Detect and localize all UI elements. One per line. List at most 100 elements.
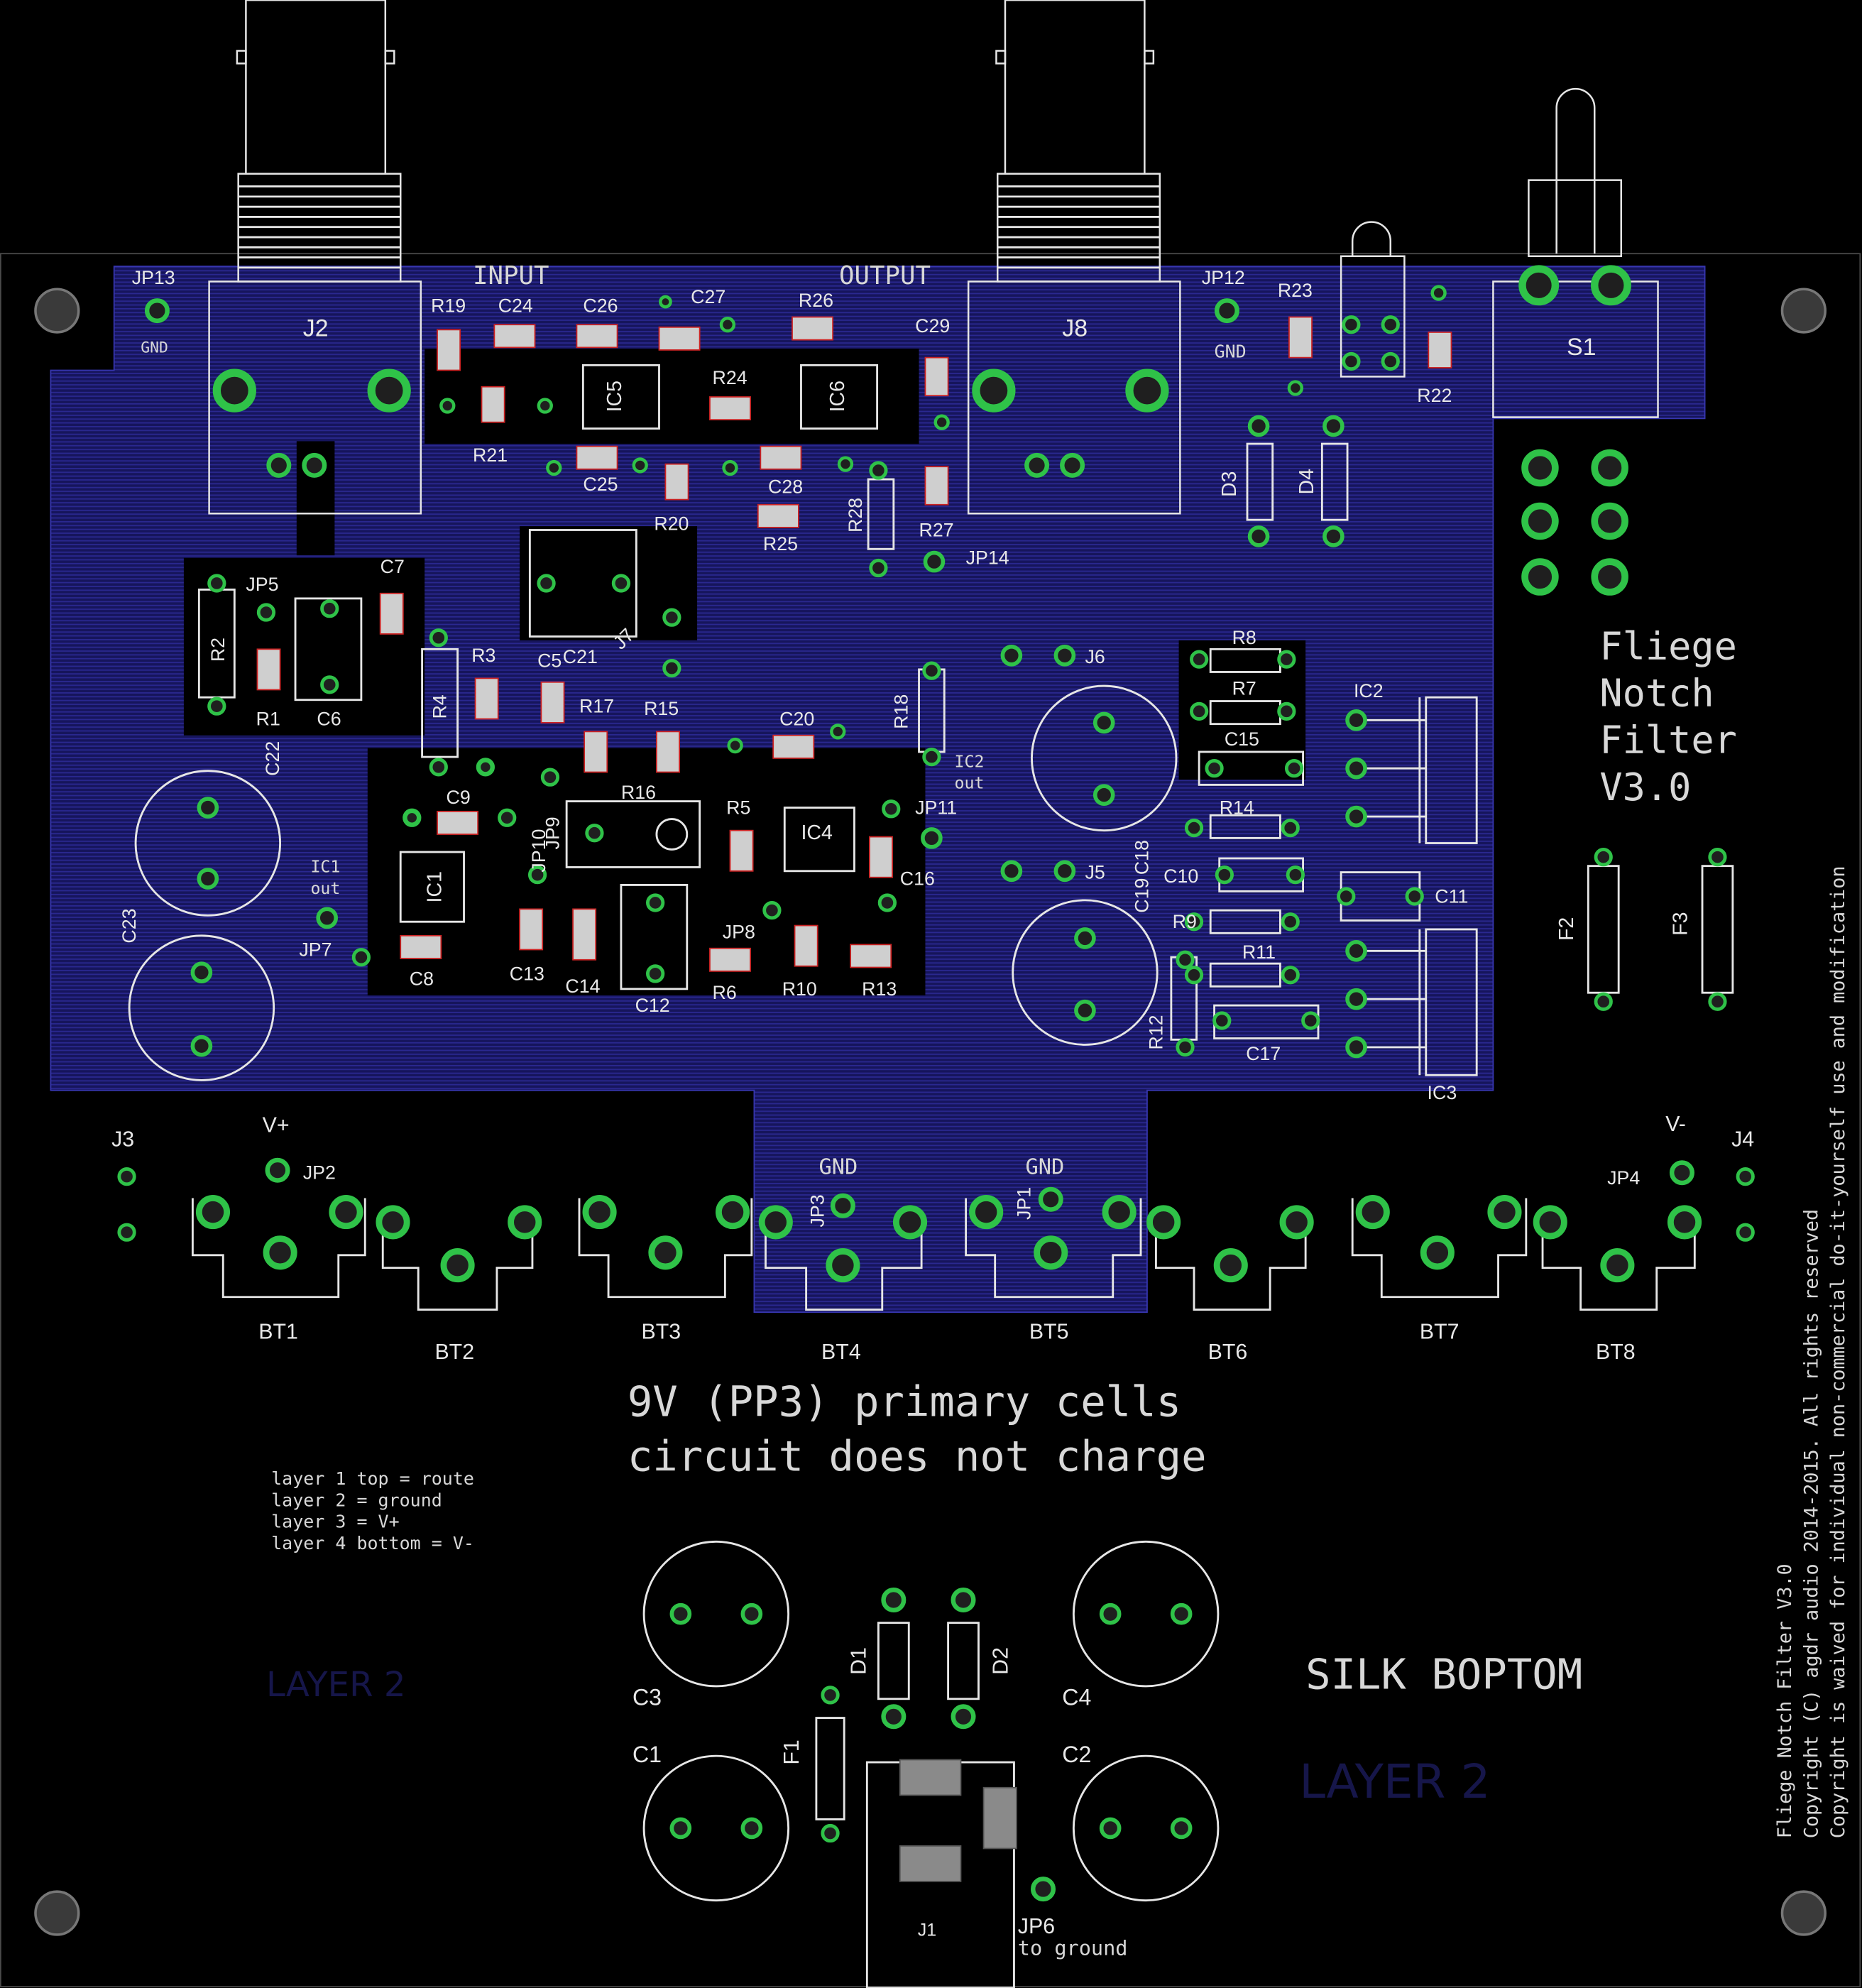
tht-pad [1277,701,1296,721]
tht-pad [1099,1817,1122,1840]
tht-pad [869,461,888,480]
tht-pad [320,599,339,618]
tht-pad [1060,452,1085,478]
tht-pad [1381,315,1400,334]
ref-C8: C8 [410,968,434,990]
tht-pad [1345,805,1367,828]
ref-R26: R26 [799,290,833,311]
tht-pad [1708,992,1727,1011]
routed-areas [183,349,1306,995]
tht-pad [439,398,456,414]
ref-J2: J2 [303,315,329,342]
input-label: INPUT [473,261,549,290]
tht-pad [969,1195,1004,1230]
ref-C5: C5 [537,650,562,671]
ref-BT4: BT4 [821,1340,861,1364]
tht-pad [320,675,339,694]
ref-R16: R16 [621,782,656,803]
tht-pad [256,603,276,622]
tht-pad [1170,1817,1193,1840]
ref-BT7: BT7 [1420,1321,1460,1344]
tht-pad [527,865,547,885]
tht-pad [265,1157,290,1183]
ref-R25: R25 [763,533,798,555]
output-label: OUTPUT [839,261,931,290]
ref-C17: C17 [1246,1043,1281,1064]
ref-R6: R6 [712,982,736,1003]
tht-pad [429,628,448,648]
tht-pad [1342,315,1361,334]
tht-pad [404,809,420,826]
ref-R4: R4 [429,694,451,719]
ref-C29: C29 [915,315,950,337]
ref-BT1: BT1 [258,1321,298,1344]
tht-pad [1667,1205,1702,1240]
ref-JP11: JP11 [915,797,957,818]
tht-pad [1146,1205,1181,1240]
tht-pad [1591,265,1631,306]
tht-pad [117,1223,136,1242]
tht-pad [1215,865,1234,885]
dc-jack-pads [899,1759,1017,1882]
ic1-out-line2: out [310,879,340,898]
tht-pad [1381,351,1400,371]
tht-pad [1591,449,1628,487]
ref-C24: C24 [498,295,533,316]
ref-C15: C15 [1225,728,1259,750]
title-line-4: V3.0 [1599,765,1691,809]
v-plus-label: V+ [263,1114,290,1137]
tht-pad [740,1602,763,1625]
tht-pad [440,1248,475,1283]
ref-S1: S1 [1567,334,1596,361]
tht-pad [1074,927,1096,949]
ref-F3: F3 [1670,912,1692,936]
tht-pad [892,1205,928,1240]
tht-pad [722,459,738,476]
tht-pad [1669,1160,1694,1186]
ref-R23: R23 [1278,280,1313,301]
tht-pad [1038,1186,1063,1212]
tht-pad [1000,644,1023,667]
tht-pad [1345,757,1367,780]
tht-pad [1099,1602,1122,1625]
tht-pad [1345,1036,1367,1059]
tht-pad [1281,966,1300,985]
tht-pad [1184,818,1204,838]
ref-IC5: IC5 [603,381,626,412]
tht-pad [1337,887,1356,906]
regulator-outlines [1356,696,1478,1076]
tht-pad [1521,449,1559,487]
tht-pad [1487,1195,1522,1230]
ref-JP13: JP13 [132,267,175,288]
tht-pad [117,1167,136,1186]
tht-pad [881,1588,907,1613]
gnd-label-jp1: GND [1026,1155,1065,1180]
tht-pad [329,1195,363,1230]
ref-R1: R1 [256,708,280,729]
ref-C13: C13 [510,963,544,984]
tht-pad [1342,351,1361,371]
ref-R20: R20 [654,513,689,534]
tht-pad [537,574,556,593]
tht-pad [582,1195,617,1230]
tht-pad [1190,701,1209,721]
ref-C4: C4 [1062,1685,1091,1710]
toggle-switch-outline [1492,87,1659,418]
title-line-3: Filter [1599,718,1736,763]
ref-C23: C23 [119,908,140,943]
ref-C9: C9 [447,787,471,808]
layer-note-1: layer 1 top = route [271,1468,474,1489]
battery-note-line-1: 9V (PP3) primary cells [628,1377,1181,1426]
ref-IC6: IC6 [826,381,849,412]
tht-pad [1213,1248,1248,1283]
tht-pad [1591,558,1628,596]
ref-JP4: JP4 [1607,1167,1640,1189]
tht-pad [144,298,170,324]
tht-pad [662,658,681,678]
tht-pad [429,758,448,777]
tht-pad [933,414,950,430]
ref-IC4: IC4 [801,821,833,844]
tht-pad [1034,1235,1068,1270]
ref-R18: R18 [890,694,911,729]
ref-F1: F1 [780,1740,804,1764]
